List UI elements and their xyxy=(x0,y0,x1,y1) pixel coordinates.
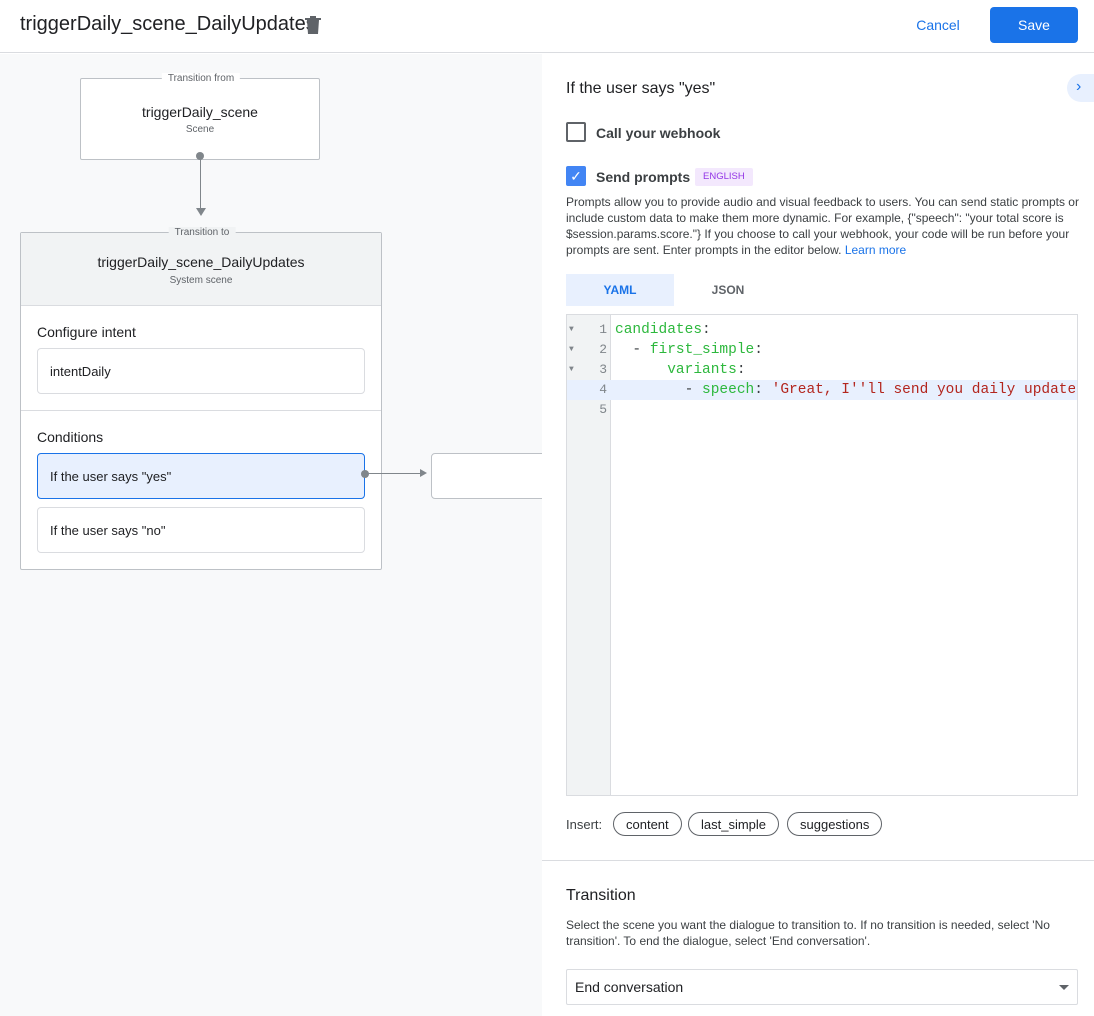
send-prompts-checkbox[interactable]: ✓ xyxy=(566,166,586,186)
save-button[interactable]: Save xyxy=(990,7,1078,43)
send-prompts-label: Send prompts xyxy=(596,169,691,185)
code-line: 4 - speech: 'Great, I''ll send you daily… xyxy=(567,380,1077,400)
transition-to-caption: Transition to xyxy=(168,227,236,238)
arrow-icon xyxy=(196,208,206,216)
conditions-label: Conditions xyxy=(37,429,104,445)
line-number: 5 xyxy=(599,402,607,417)
webhook-label: Call your webhook xyxy=(596,125,721,141)
from-scene-name: triggerDaily_scene xyxy=(142,104,258,120)
tab-json[interactable]: JSON xyxy=(711,283,745,297)
code-line: ▼2 - first_simple: xyxy=(569,342,763,358)
insert-chip-last-simple[interactable]: last_simple xyxy=(688,812,780,836)
to-scene-type: System scene xyxy=(169,275,233,286)
collapse-panel-icon[interactable]: › xyxy=(1067,74,1094,102)
condition-no[interactable]: If the user says "no" xyxy=(37,507,365,553)
yaml-key: speech xyxy=(702,382,755,398)
transition-heading: Transition xyxy=(566,887,636,904)
condition-panel: › If the user says "yes" Call your webho… xyxy=(542,54,1094,1016)
line-number: 3 xyxy=(599,362,607,377)
line-number: 4 xyxy=(599,382,607,397)
page-title: triggerDaily_scene_DailyUpdates xyxy=(20,13,316,35)
panel-heading: If the user says "yes" xyxy=(566,80,716,97)
connector-line xyxy=(367,473,421,474)
insert-chip-suggestions[interactable]: suggestions xyxy=(787,812,883,836)
top-bar: triggerDaily_scene_DailyUpdates Cancel S… xyxy=(0,0,1094,53)
language-badge: ENGLISH xyxy=(695,168,753,186)
target-node[interactable] xyxy=(431,453,551,499)
line-number: 1 xyxy=(599,322,607,337)
fold-arrow-icon[interactable]: ▼ xyxy=(569,345,574,354)
insert-chip-content[interactable]: content xyxy=(613,812,682,836)
code-line: ▼3 variants: xyxy=(569,362,746,378)
connector-line xyxy=(200,158,201,210)
arrow-icon xyxy=(420,469,427,477)
prompts-description: Prompts allow you to provide audio and v… xyxy=(566,195,1079,257)
learn-more-link[interactable]: Learn more xyxy=(844,243,907,257)
fold-arrow-icon[interactable]: ▼ xyxy=(569,365,574,374)
transition-from-caption: Transition from xyxy=(161,73,241,84)
line-number: 2 xyxy=(599,342,607,357)
to-scene-name: triggerDaily_scene_DailyUpdates xyxy=(97,254,305,270)
insert-label: Insert: xyxy=(566,817,603,832)
flow-canvas: Transition from triggerDaily_scene Scene… xyxy=(0,54,551,1016)
code-line: 5 xyxy=(567,400,1077,420)
transition-selected-value: End conversation xyxy=(575,979,684,995)
cancel-button[interactable]: Cancel xyxy=(902,8,974,42)
fold-arrow-icon[interactable]: ▼ xyxy=(569,325,574,334)
webhook-checkbox[interactable] xyxy=(566,122,586,142)
intent-item[interactable]: intentDaily xyxy=(37,348,365,394)
condition-yes[interactable]: If the user says "yes" xyxy=(37,453,365,499)
transition-select[interactable]: End conversation xyxy=(566,969,1078,1005)
transition-from-node[interactable]: Transition from triggerDaily_scene Scene xyxy=(80,73,320,160)
transition-to-node: Transition to triggerDaily_scene_DailyUp… xyxy=(20,227,382,570)
delete-icon[interactable] xyxy=(304,15,322,35)
connector-dot xyxy=(196,152,204,160)
connector-dot xyxy=(361,470,369,478)
configure-intent-label: Configure intent xyxy=(37,324,136,340)
yaml-key: candidates xyxy=(615,322,703,338)
dropdown-arrow-icon xyxy=(1059,985,1069,990)
transition-description: Select the scene you want the dialogue t… xyxy=(566,918,1050,948)
yaml-key: variants xyxy=(667,362,737,378)
tab-yaml[interactable]: YAML xyxy=(566,274,674,306)
yaml-key: first_simple xyxy=(649,342,755,358)
yaml-value: 'Great, I''ll send you daily updates. xyxy=(771,382,1075,398)
from-scene-type: Scene xyxy=(185,124,215,135)
